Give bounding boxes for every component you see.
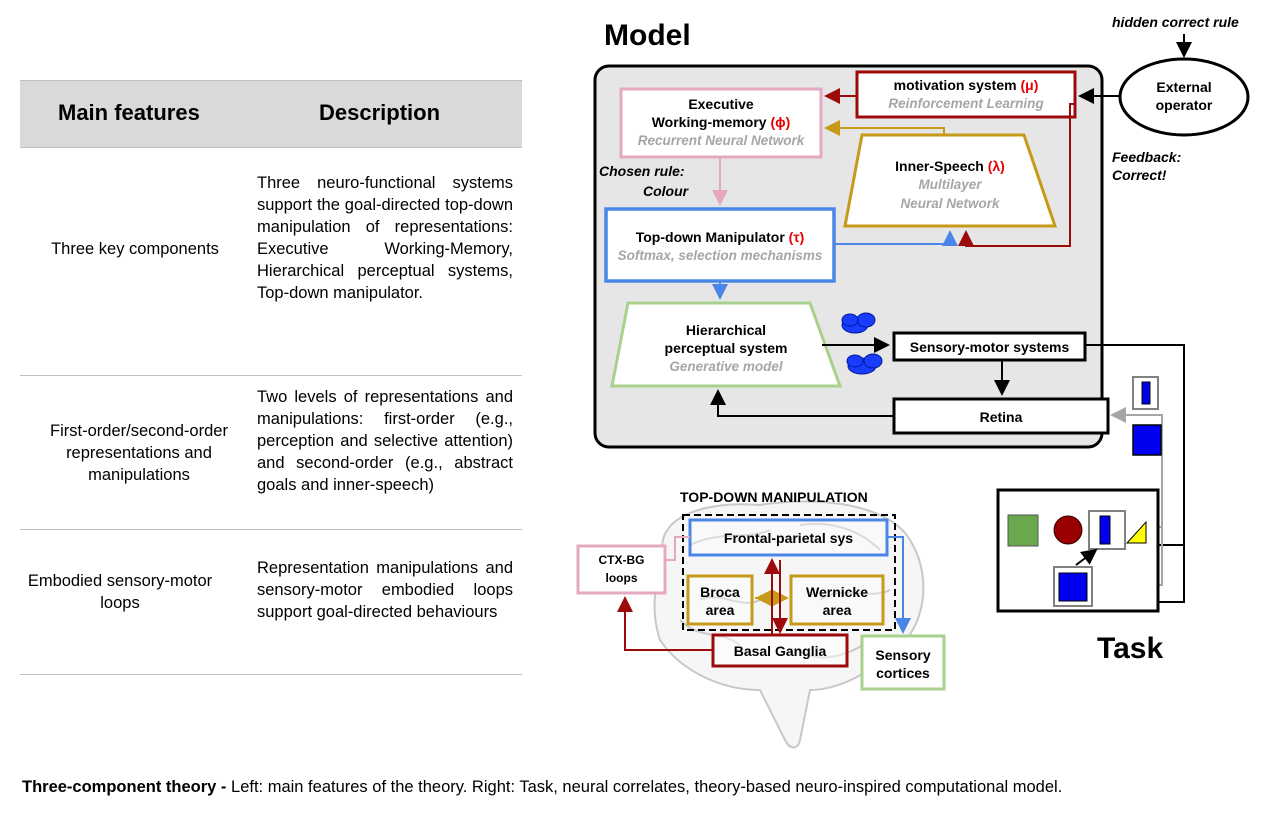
ewm-name-1: Executive [688, 96, 754, 112]
tdm-name: Top-down Manipulator [635, 229, 785, 245]
broca-label: Broca area [688, 583, 752, 619]
blue-square-icon [1132, 424, 1162, 456]
caption-bold: Three-component theory - [22, 778, 227, 796]
chosen-rule-label: Chosen rule: [599, 163, 685, 179]
blue-bar-icon [1141, 381, 1151, 405]
hps-name-1: Hierarchical [685, 322, 767, 338]
ctx-line-1: CTX-BG [598, 553, 645, 567]
caption-text: Left: main features of the theory. Right… [226, 778, 1063, 796]
hidden-rule-label: hidden correct rule [1112, 14, 1239, 30]
cloud-icon [846, 353, 883, 375]
row-divider [20, 529, 522, 530]
green-square-icon [1007, 514, 1039, 547]
wernicke-label: Wernicke area [791, 583, 883, 619]
retina-label: Retina [979, 409, 1023, 425]
description-3: Representation manipulations and sensory… [257, 559, 513, 621]
hps-sub: Generative model [669, 359, 783, 374]
table-header [20, 80, 522, 148]
sensory-line-2: cortices [876, 665, 930, 681]
broca-box [686, 574, 754, 626]
tdm-box [604, 207, 836, 283]
row-divider [20, 375, 522, 376]
wernicke-box [789, 574, 885, 626]
task-title: Task [1097, 632, 1164, 665]
description-1: Three neuro-functional systems support t… [257, 174, 513, 302]
ewm-box [619, 87, 823, 159]
inner-speech-label: Inner-Speech (λ) Multilayer Neural Netwo… [850, 157, 1050, 213]
model-title: Model [604, 19, 691, 52]
description-2: Two levels of representations and manipu… [257, 388, 513, 494]
inner-speech-sub-1: Multilayer [918, 177, 982, 192]
hps-box [610, 301, 843, 388]
tdm-label: Top-down Manipulator (τ) Softmax, select… [606, 228, 834, 265]
retina-box [892, 397, 1110, 435]
ctx-bg-label: CTX-BG loops [578, 551, 665, 587]
inner-speech-box [843, 133, 1058, 228]
feedback-label: Feedback: [1112, 149, 1182, 165]
phi-symbol: (ϕ) [770, 114, 791, 130]
blue-square-icon [1058, 572, 1088, 602]
feature-3: Embodied sensory-motor loops [27, 572, 213, 612]
yellow-triangle-icon [1125, 520, 1147, 544]
sensory-motor-box [892, 331, 1087, 362]
basal-ganglia-label: Basal Ganglia [733, 643, 827, 659]
blue-bar-icon [1099, 515, 1111, 545]
sensory-motor-label: Sensory-motor systems [909, 339, 1070, 355]
motivation-name: motivation system [893, 77, 1017, 93]
sensory-cortices-box [860, 634, 946, 691]
ctx-bg-box [576, 544, 667, 595]
lambda-symbol: (λ) [987, 158, 1005, 174]
inner-speech-name: Inner-Speech [895, 158, 984, 174]
hps-name-2: perceptual system [664, 340, 788, 356]
motivation-label: motivation system (μ) Reinforcement Lear… [857, 76, 1075, 113]
mu-symbol: (μ) [1020, 77, 1039, 93]
ewm-sub: Recurrent Neural Network [637, 133, 805, 148]
wernicke-line-1: Wernicke [806, 584, 868, 600]
tdm-sub: Softmax, selection mechanisms [617, 248, 823, 263]
feedback-value: Correct! [1112, 167, 1167, 183]
sensory-cortices-label: Sensory cortices [862, 646, 944, 682]
hps-label: Hierarchical perceptual system Generativ… [612, 321, 840, 376]
motivation-sub: Reinforcement Learning [888, 96, 1044, 111]
frontal-parietal-label: Frontal-parietal sys [723, 530, 854, 546]
ewm-name-2: Working-memory [651, 114, 767, 130]
cloud-icon [841, 312, 876, 334]
broca-line-2: area [705, 602, 735, 618]
row-divider [20, 674, 522, 675]
tau-symbol: (τ) [788, 229, 805, 245]
chosen-rule-value: Colour [643, 183, 689, 199]
feature-2: First-order/second-order representations… [50, 422, 228, 484]
task-panel [996, 488, 1160, 613]
motivation-box [855, 70, 1077, 119]
red-circle-icon [1053, 515, 1083, 545]
figure-caption: Three-component theory - Left: main feat… [22, 778, 1062, 797]
external-operator-label: External operator [1155, 79, 1213, 113]
ewm-label: Executive Working-memory (ϕ) Recurrent N… [621, 95, 821, 150]
top-down-group [682, 514, 896, 631]
basal-ganglia-box [711, 633, 849, 668]
broca-line-1: Broca [700, 584, 740, 600]
wernicke-line-2: area [822, 602, 852, 618]
feature-1: Three key components [51, 240, 219, 258]
inner-speech-sub-2: Neural Network [900, 196, 1000, 211]
header-description: Description [319, 100, 441, 125]
sensory-line-1: Sensory [875, 647, 931, 663]
ctx-line-2: loops [605, 571, 638, 585]
top-down-title: TOP-DOWN MANIPULATION [680, 489, 868, 505]
header-main-features: Main features [58, 100, 200, 125]
